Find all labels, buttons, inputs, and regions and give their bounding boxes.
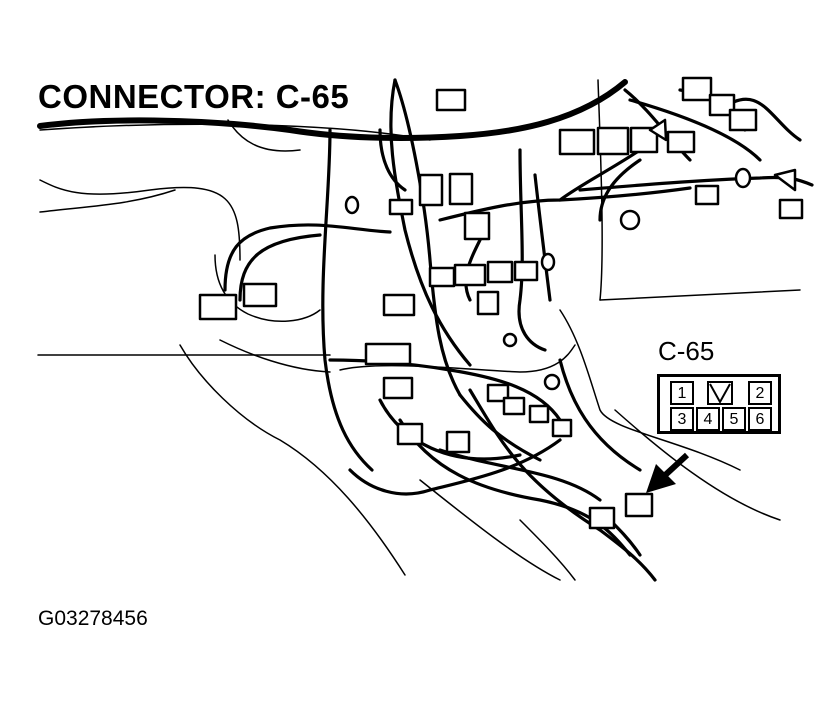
pin-5: 5 xyxy=(722,407,746,431)
connectors xyxy=(198,76,804,530)
main-harness xyxy=(37,79,628,141)
pin-4: 4 xyxy=(696,407,720,431)
diagram-title: CONNECTOR: C-65 xyxy=(38,78,350,115)
connector-label: C-65 xyxy=(658,336,715,366)
connector-pinout: 1 2 3 4 5 6 xyxy=(657,374,781,434)
figure-id: G03278456 xyxy=(38,607,148,630)
pointer-arrow-icon xyxy=(646,452,690,493)
pin-2: 2 xyxy=(748,381,772,405)
wire-bundles xyxy=(223,78,814,582)
grommets xyxy=(344,118,797,391)
dashboard-outline xyxy=(37,79,801,581)
connector-key-icon xyxy=(707,381,733,405)
pin-3: 3 xyxy=(670,407,694,431)
pin-1: 1 xyxy=(670,381,694,405)
pin-6: 6 xyxy=(748,407,772,431)
